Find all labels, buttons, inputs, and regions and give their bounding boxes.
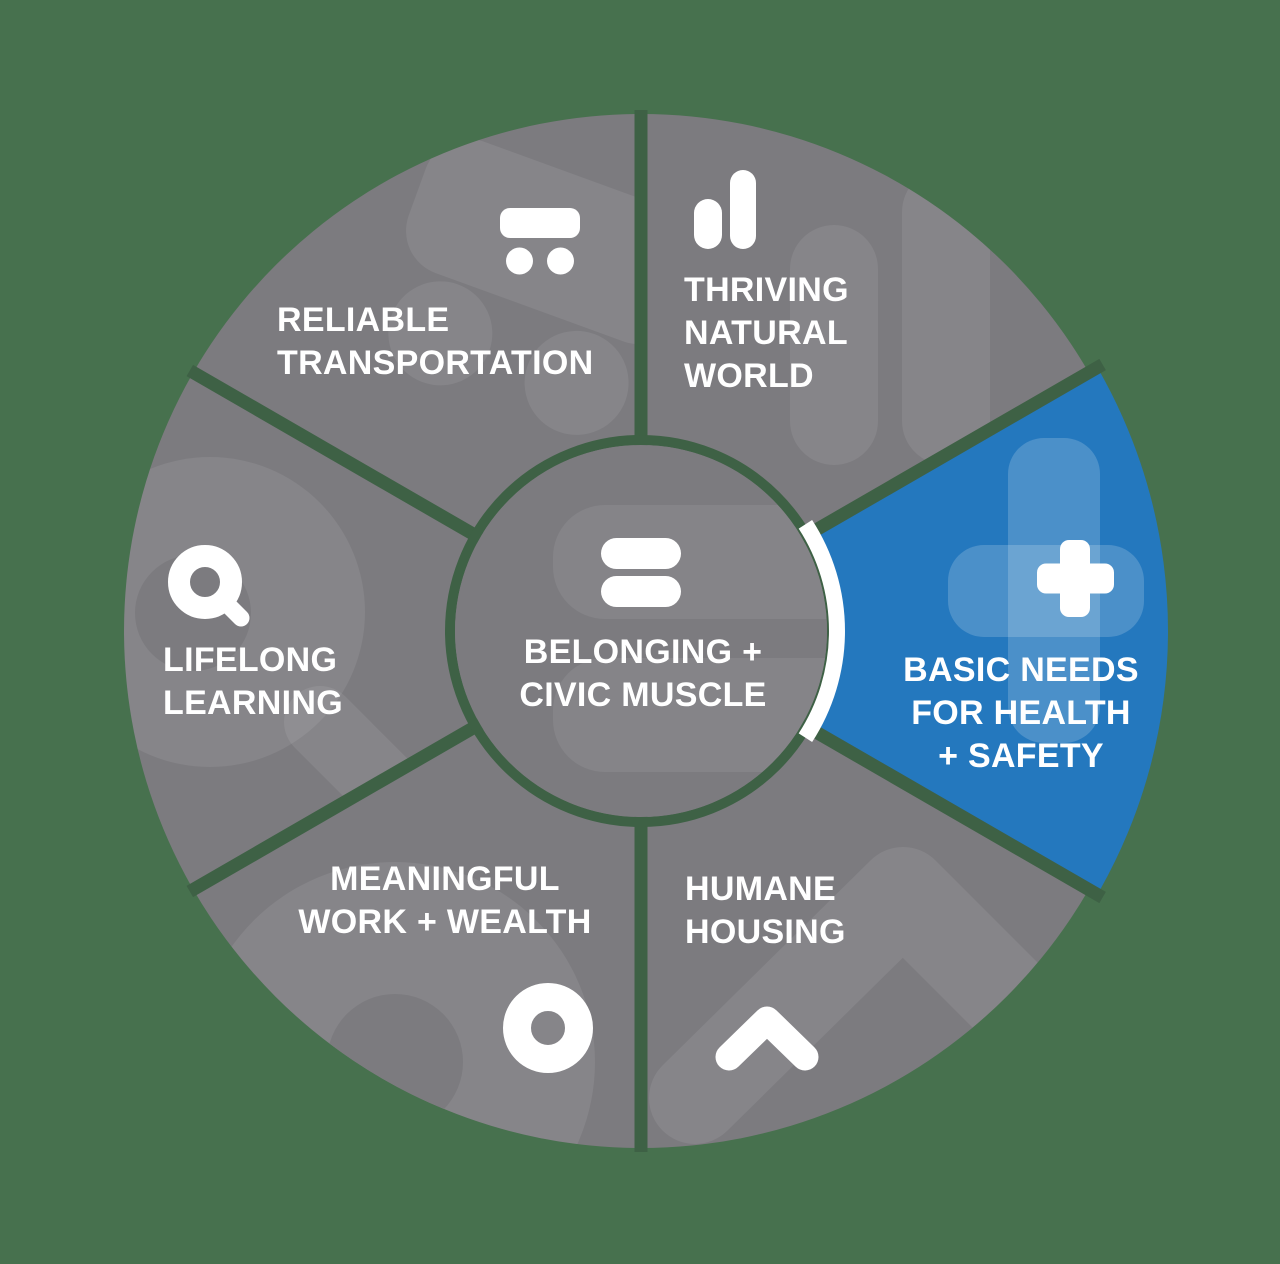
trolley-ghost-shape: [388, 138, 642, 435]
hub-belonging-civic-muscle[interactable]: [455, 445, 827, 817]
selected-segment-highlight-arc: [798, 519, 845, 743]
equals-icon: [601, 538, 681, 607]
roof-chevron-icon: [715, 1006, 819, 1071]
segment-dividers: [186, 110, 1106, 1152]
wedge-basic-needs-for-health-safety[interactable]: [805, 367, 1169, 895]
medical-plus-icon: [1037, 540, 1114, 617]
growth-bars-icon: [694, 170, 756, 249]
magnifier-icon: [168, 545, 250, 627]
trolley-icon: [500, 208, 580, 275]
ring-icon: [503, 983, 593, 1073]
segment-icons: [168, 170, 1114, 1073]
growth-bars-ghost-shape: [790, 168, 990, 465]
